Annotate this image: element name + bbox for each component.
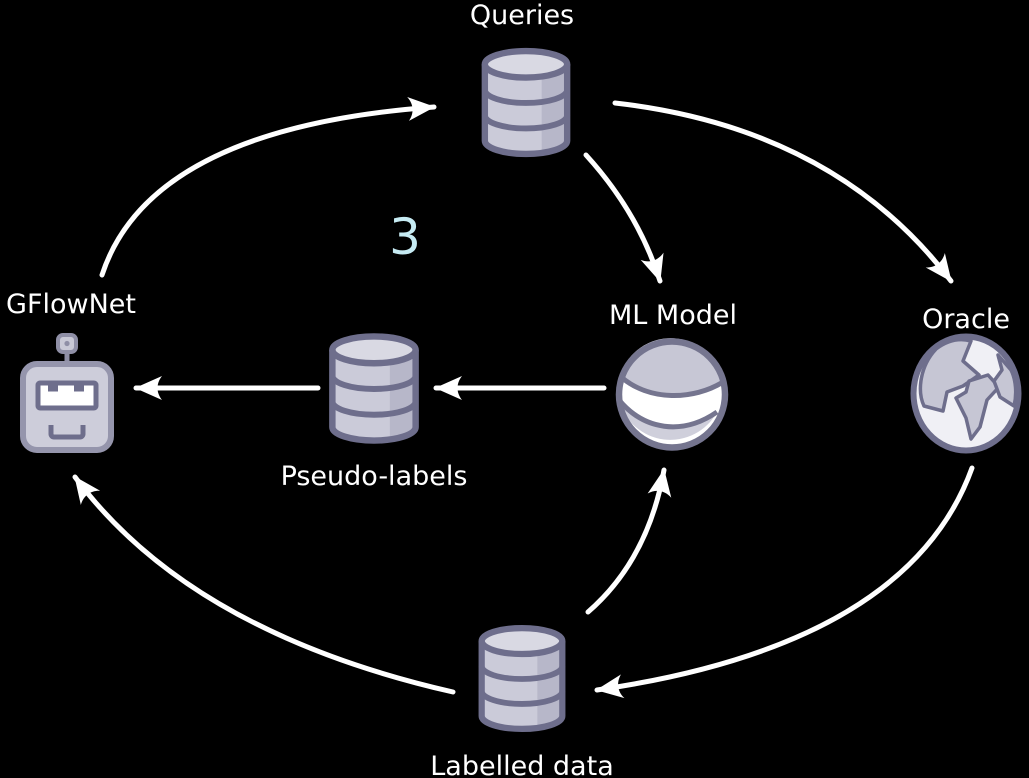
pseudo-labels-label: Pseudo-labels	[280, 461, 468, 492]
arrow-labelled-data-to-gflownet	[72, 474, 456, 695]
arrow-labelled-data-to-ml-model	[585, 467, 672, 615]
gflownet-label: GFlowNet	[6, 289, 136, 320]
sphere-icon	[614, 336, 730, 453]
queries-label: Queries	[469, 0, 575, 31]
arrow-queries-to-ml-model	[583, 152, 664, 284]
oracle-label: Oracle	[922, 304, 1010, 335]
arrow-gflownet-to-queries	[99, 96, 437, 278]
step-number: 3	[389, 208, 421, 266]
labelled-data-label: Labelled data	[430, 751, 614, 778]
database-icon	[477, 46, 575, 159]
arrow-oracle-to-labelled-data	[594, 465, 975, 699]
globe-icon	[910, 333, 1022, 454]
database-icon	[324, 332, 424, 445]
ml-model-label: ML Model	[609, 300, 737, 331]
arrow-queries-to-oracle	[612, 100, 954, 284]
database-icon	[474, 622, 570, 735]
robot-icon	[18, 333, 116, 453]
